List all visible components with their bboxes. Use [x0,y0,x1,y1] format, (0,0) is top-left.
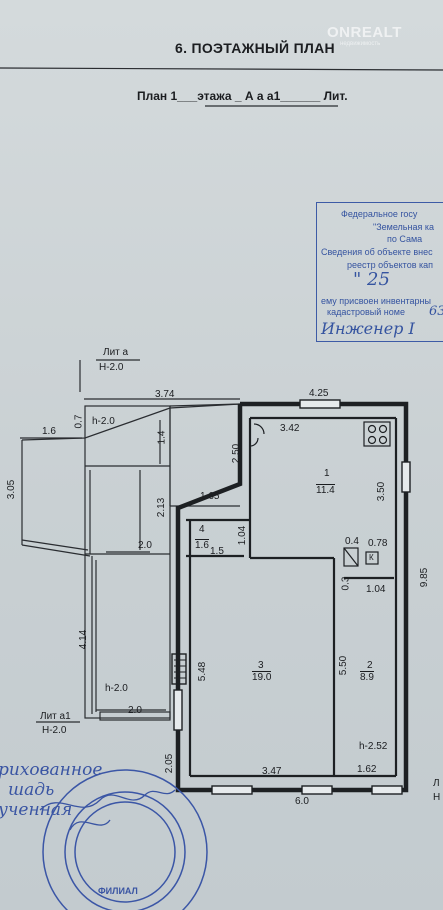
dim-0-3: 0.3 [340,576,352,591]
dim-5-48: 5.48 [197,661,209,682]
stamp-line-4: Сведения об объекте внес [321,247,433,257]
room-2-area: 8.9 [360,671,374,683]
dim-3-05: 3.05 [6,479,18,500]
dim-top-left: 3.74 [155,389,175,400]
boiler-mark: К [369,553,374,562]
lit-a-label: Лит а [103,347,129,358]
lit-a-height: Н-2.0 [99,362,124,373]
room-4-area: 1.6 [195,539,209,551]
watermark-brand: ONREALT [327,24,402,41]
handwritten-line-3: ученная [0,800,73,820]
dim-1-62: 1.62 [357,764,377,775]
seal-filial: ФИЛИАЛ [98,886,138,896]
room-2-number: 2 [367,660,373,671]
dim-6-0: 6.0 [295,796,309,807]
stamp-line-7: ему присвоен инвентарны [321,296,431,306]
dim-3-47: 3.47 [262,766,282,777]
dim-1-5: 1.5 [210,546,224,557]
height-annex-bottom: h-2.0 [105,683,128,694]
lit-a1-height: Н-2.0 [42,725,67,736]
windows [171,399,411,795]
main-walls [175,401,409,793]
stamp-line-9: 63 [429,304,443,319]
annex-thin-walls [0,67,443,723]
stamp-line-1: Федеральное госу [341,209,418,219]
inner-walls [186,416,398,778]
registration-stamp: Федеральное госу "Земельная ка по Сама С… [316,202,443,342]
dim-left-width: 1.6 [42,426,56,437]
window-hatch [174,659,186,679]
stamp-line-2: "Земельная ка [373,222,434,232]
dim-1-4: 1.4 [156,430,168,445]
dim-2-50: 2.50 [231,443,243,464]
room-1-area: 11.4 [316,484,335,496]
stamp-line-5: реестр объектов кап [347,260,433,270]
dim-2-13: 2.13 [156,497,168,518]
plan-subtitle: План 1___этажа _ А а а1______ Лит. [137,89,348,103]
dim-5-50: 5.50 [338,655,350,676]
organization-seal [42,769,208,910]
lit-a1-label: Лит а1 [40,711,71,722]
dim-4-14: 4.14 [78,629,90,650]
boiler-icon [343,547,379,567]
dim-1-65: 1.65 [200,491,220,502]
handwritten-line-2: шадь [8,780,55,800]
signature-scribble [39,789,176,831]
dim-3-50: 3.50 [376,481,388,502]
dim-2-0-b: 2.0 [128,705,142,716]
room-3-number: 3 [258,660,264,671]
room-4-number: 4 [199,524,205,535]
stove-icon [363,421,391,447]
stamp-line-8: кадастровый номе [327,307,405,317]
watermark-subtitle: недвижимость [340,41,381,47]
dim-1-04: 1.04 [237,525,249,546]
dim-0-78: 0.78 [368,538,388,549]
height-annex-top: h-2.0 [92,416,115,427]
dim-9-85: 9.85 [419,567,431,588]
dim-2-0-a: 2.0 [138,540,152,551]
room-1-number: 1 [324,468,330,479]
dim-2-05: 2.05 [164,753,176,774]
page-title: 6. ПОЭТАЖНЫЙ ПЛАН [175,40,335,56]
room-3-area: 19.0 [252,671,272,683]
dim-0-4: 0.4 [345,536,359,547]
handwritten-line-1: рихованное [0,760,103,780]
dim-top-right: 4.25 [309,388,329,399]
lit-right-height: Н [433,792,441,803]
height-main: h-2.52 [359,741,388,752]
stamp-line-3: по Сама [387,234,423,244]
dim-0-7: 0.7 [73,414,85,429]
lit-right-letter: Л [433,778,440,789]
dim-3-42: 3.42 [280,423,300,434]
dim-1-04-b: 1.04 [366,584,386,595]
stamp-line-6: " 25 [353,269,390,290]
stamp-signature: Инженер I [321,319,415,338]
